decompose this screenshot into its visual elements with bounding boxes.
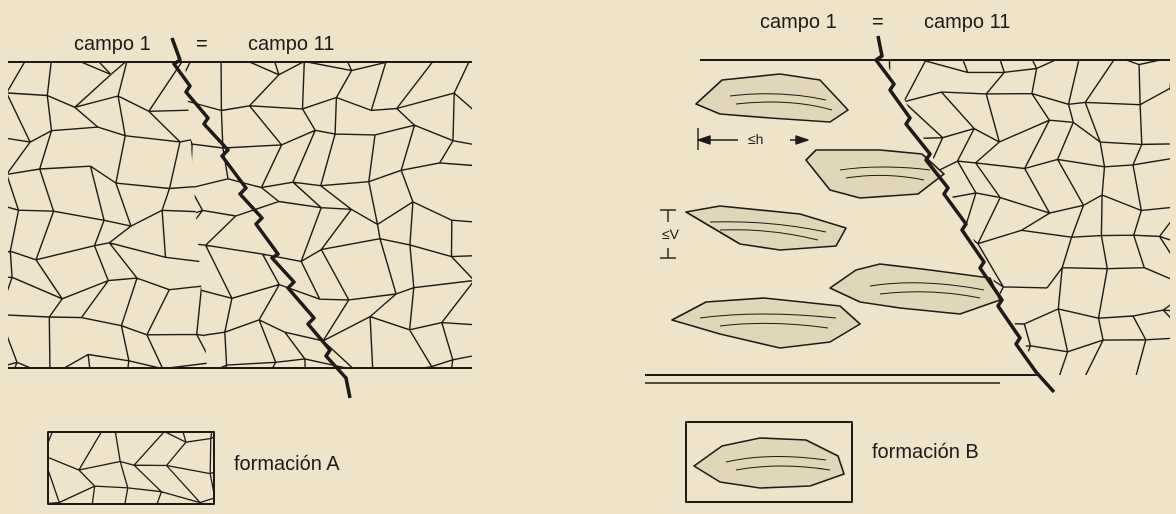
lens-2	[806, 150, 944, 198]
left-label-equals: =	[196, 34, 208, 54]
net-right-cells	[840, 12, 1176, 397]
left-label-campo-2: campo 11	[248, 34, 334, 54]
lens-1	[696, 74, 848, 122]
net-left-a-cells	[0, 13, 256, 417]
formation-a-network-east-block	[130, 11, 507, 417]
right-label-campo-1: campo 1	[760, 12, 837, 32]
right-fault-line	[876, 36, 1054, 392]
left-label-campo-1: campo 1	[74, 34, 151, 54]
left-fault-line	[172, 38, 350, 398]
legend-formation-a-label: formación A	[234, 454, 340, 474]
legend-formation-b-swatch	[694, 438, 844, 488]
lens-4	[830, 264, 1000, 314]
horizontal-distance-label: ≤h	[748, 132, 763, 146]
formation-a-network-west-block	[0, 13, 256, 417]
right-label-campo-2: campo 11	[924, 12, 1010, 32]
legend-formation-b-label: formación B	[872, 442, 979, 462]
vertical-distance-label: ≤V	[662, 227, 679, 241]
formation-b-lenses	[672, 74, 1000, 348]
formation-a-network-right-block	[840, 12, 1176, 397]
lens-3	[686, 206, 846, 250]
right-label-equals: =	[872, 12, 884, 32]
net-left-b-cells	[130, 11, 507, 417]
